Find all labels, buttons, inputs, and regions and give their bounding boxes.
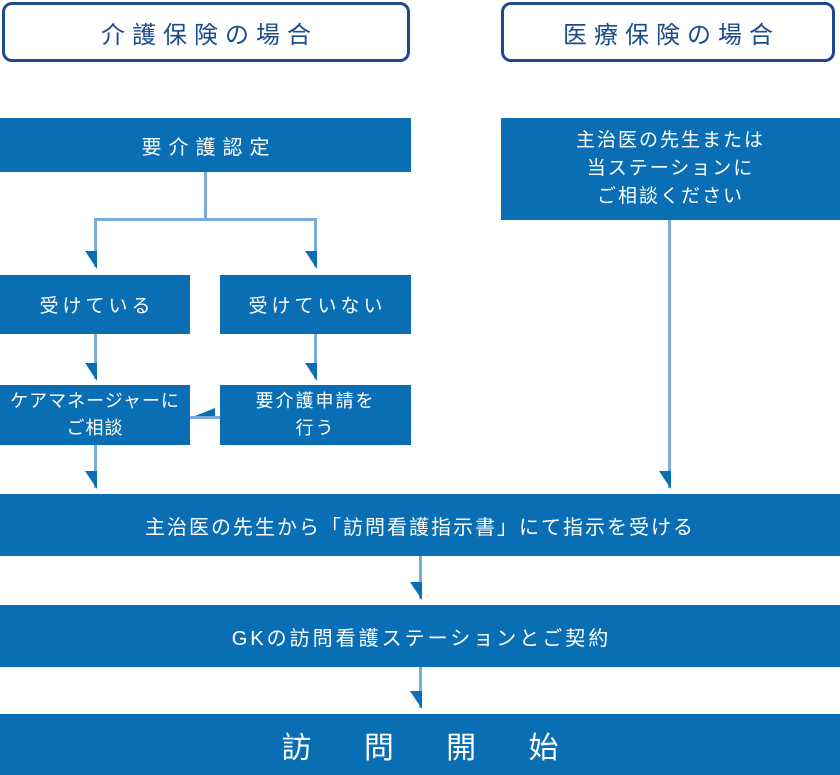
connector-branch-left-drop: [94, 218, 97, 267]
arrow-down-icon: [85, 251, 97, 269]
node-certified-yes: 受けている: [0, 275, 190, 334]
connector-caremanager-down: [94, 445, 97, 488]
node-care-certification: 要介護認定: [0, 118, 411, 172]
arrow-down-icon: [305, 251, 317, 269]
node-care-application-line1: 要介護申請を: [255, 391, 376, 411]
node-medical-consult-line3: ご相談ください: [596, 186, 744, 207]
connector-branch-right-drop: [314, 218, 317, 267]
connector-certification-stem: [204, 172, 207, 219]
node-care-application: 要介護申請を 行う: [220, 385, 411, 445]
connector-branch-horizontal: [94, 218, 317, 221]
node-medical-consult: 主治医の先生または 当ステーションに ご相談ください: [501, 118, 840, 220]
node-care-application-line2: 行う: [295, 418, 336, 438]
node-care-manager-consult: ケアマネージャーに ご相談: [0, 385, 190, 445]
arrow-down-icon: [85, 471, 97, 489]
arrow-down-icon: [659, 471, 671, 489]
arrow-down-icon: [85, 363, 97, 381]
connector-certified-down: [94, 334, 97, 379]
header-medical-insurance: 医療保険の場合: [501, 2, 835, 62]
node-care-manager-consult-line1: ケアマネージャーに: [10, 391, 180, 411]
connector-contract-down: [419, 667, 422, 708]
connector-instruction-down: [419, 556, 422, 599]
node-medical-consult-line1: 主治医の先生または: [575, 130, 765, 151]
arrow-left-icon: [195, 408, 215, 416]
connector-medical-down: [668, 220, 671, 488]
arrow-down-icon: [305, 363, 317, 381]
node-station-contract: GKの訪問看護ステーションとご契約: [0, 605, 840, 667]
header-care-insurance: 介護保険の場合: [2, 2, 410, 62]
connector-apply-to-caremanager: [190, 416, 220, 419]
node-visit-start: 訪 問 開 始: [0, 714, 840, 775]
node-certified-no: 受けていない: [220, 275, 411, 334]
arrow-down-icon: [410, 691, 422, 709]
arrow-down-icon: [410, 582, 422, 600]
node-doctor-instruction: 主治医の先生から「訪問看護指示書」にて指示を受ける: [0, 494, 840, 556]
node-care-manager-consult-line2: ご相談: [66, 418, 124, 438]
connector-notcertified-down: [314, 334, 317, 379]
node-medical-consult-line2: 当ステーションに: [586, 158, 755, 179]
